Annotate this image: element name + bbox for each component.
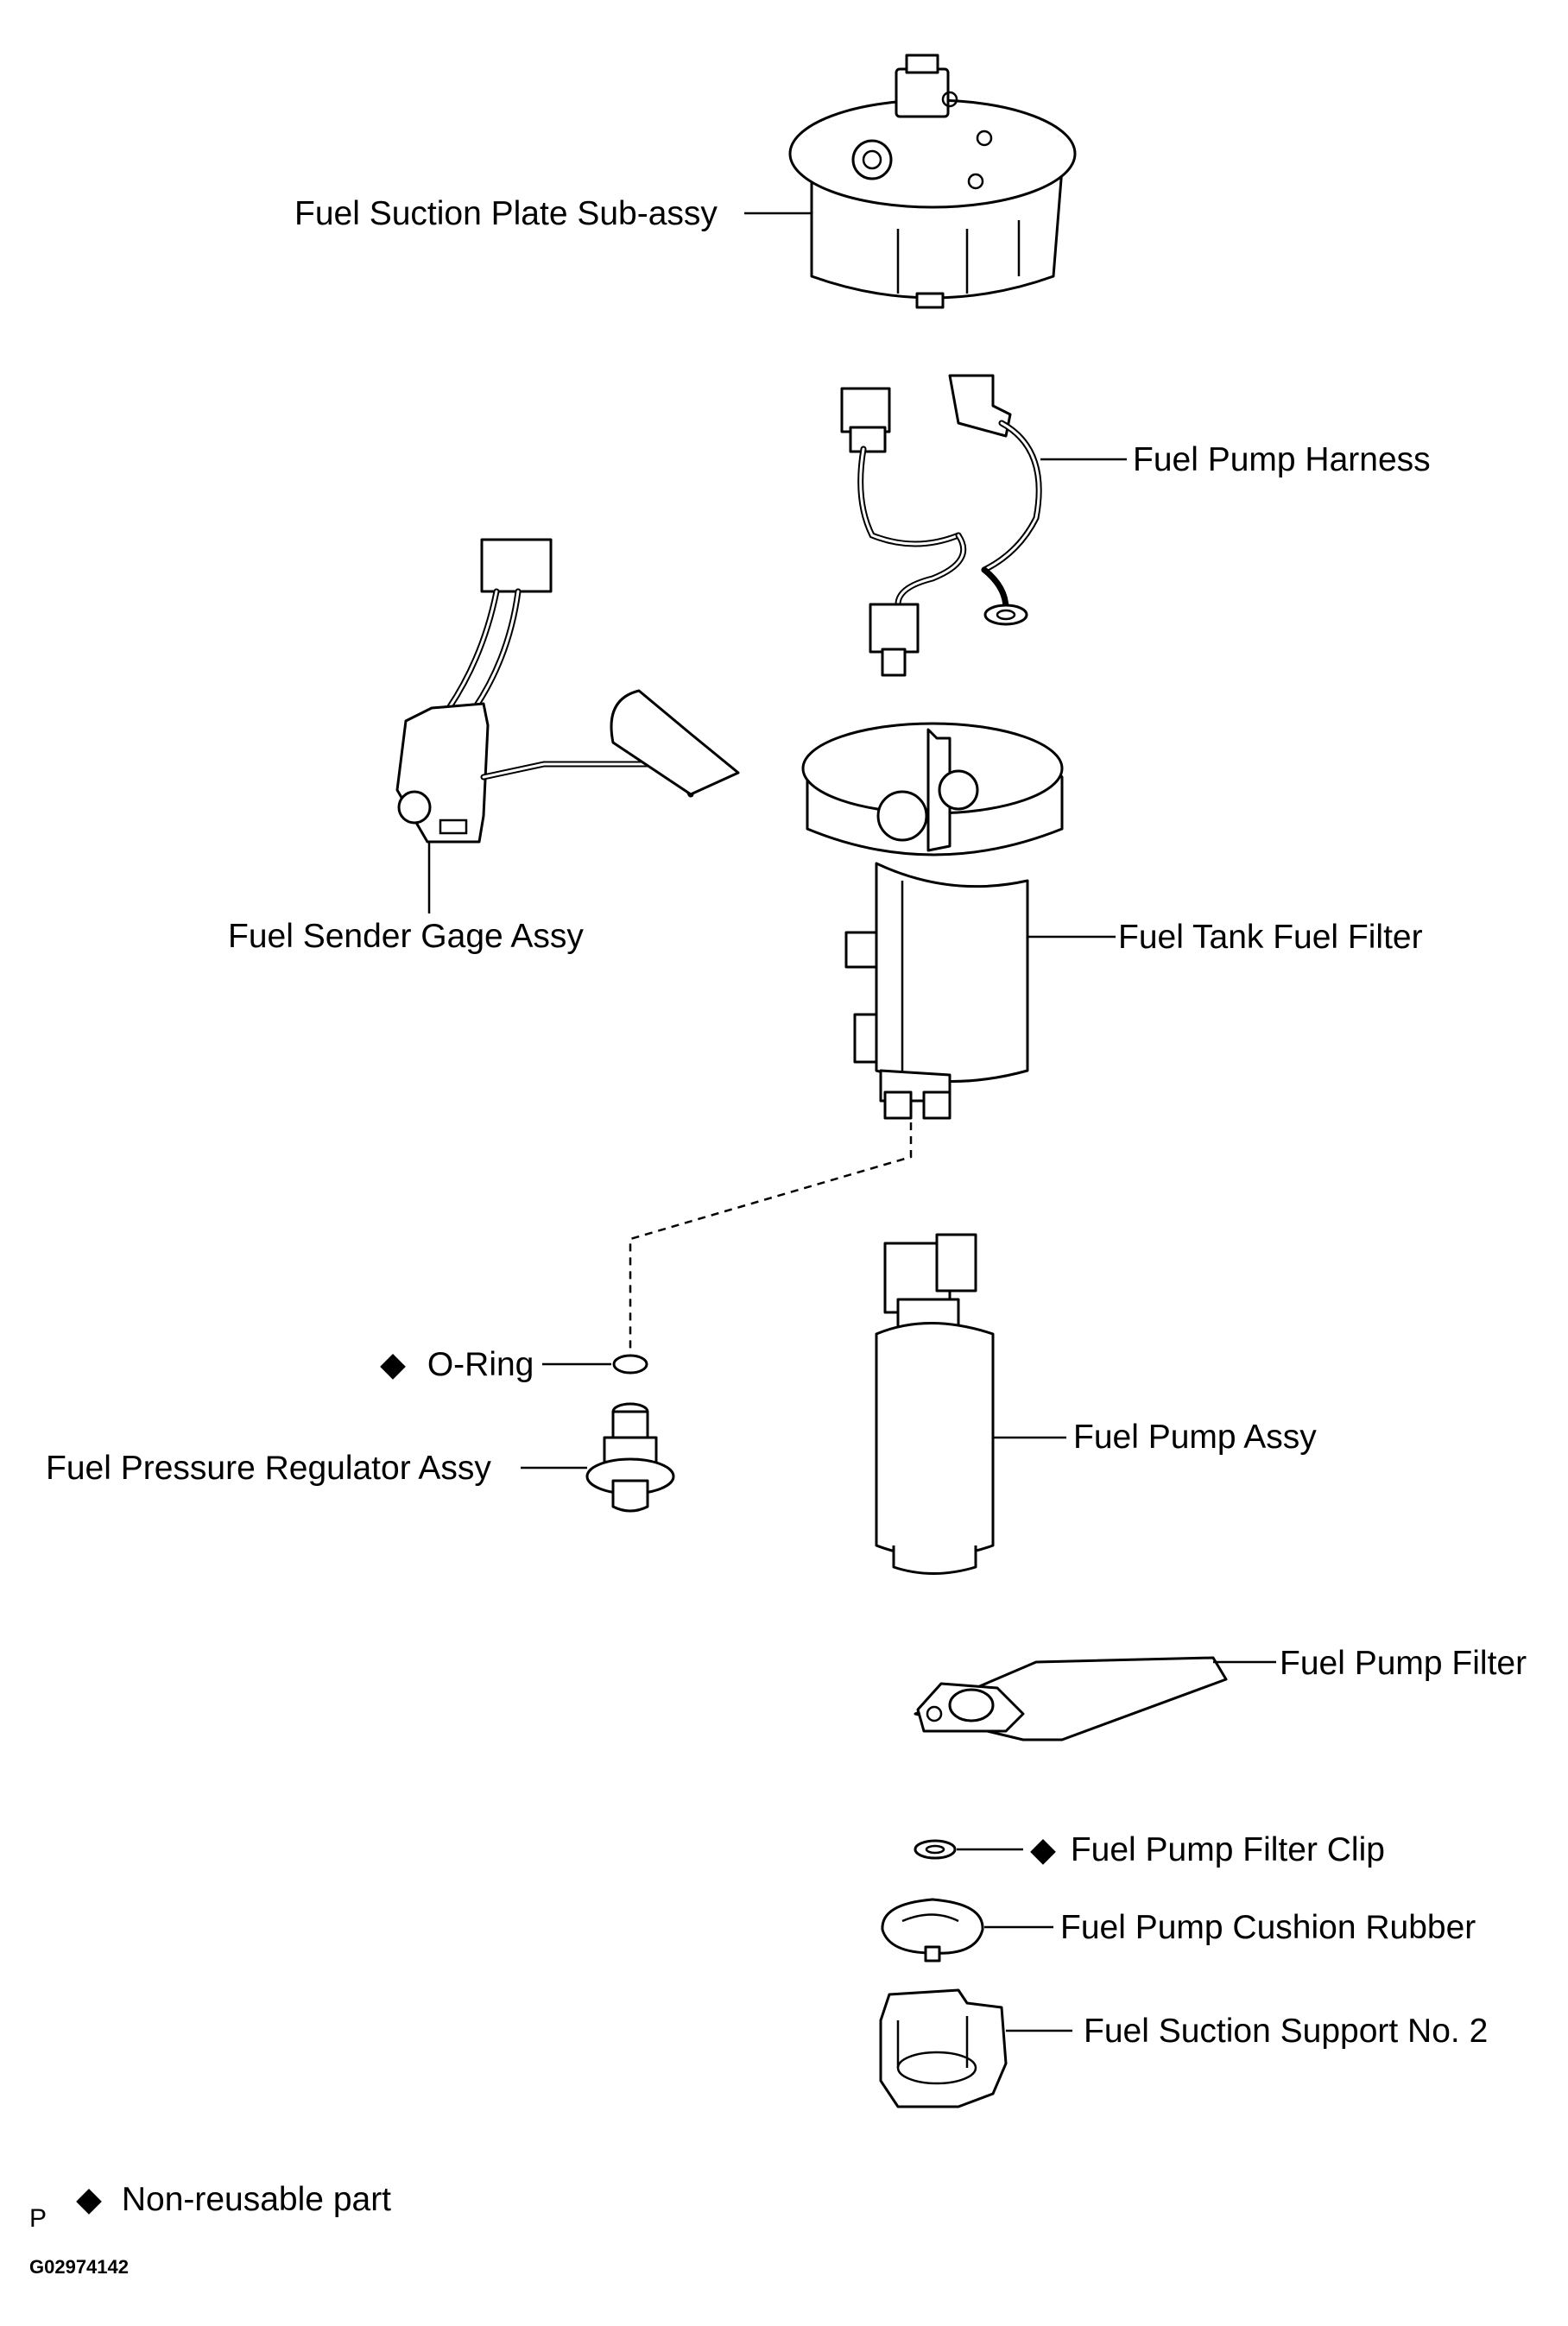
fuel-pump-filter-illustration bbox=[914, 1656, 1228, 1741]
legend-non-reusable: ◆ Non-reusable part bbox=[76, 2183, 391, 2216]
fuel-tank-fuel-filter-illustration bbox=[801, 722, 1064, 1120]
fuel-pump-filter-clip-text: Fuel Pump Filter Clip bbox=[1070, 1831, 1385, 1868]
assembly-dashed-line bbox=[629, 1122, 913, 1351]
footer-letter: P bbox=[29, 2204, 47, 2233]
non-reusable-symbol: ◆ bbox=[380, 1346, 406, 1383]
fuel-pump-cushion-rubber-illustration bbox=[881, 1898, 984, 1963]
label-fuel-suction-support: Fuel Suction Support No. 2 bbox=[1084, 2013, 1489, 2050]
fuel-suction-plate-illustration bbox=[788, 54, 1077, 309]
o-ring-illustration bbox=[612, 1354, 648, 1375]
fuel-pump-filter-clip-illustration bbox=[914, 1839, 957, 1860]
legend-text: Non-reusable part bbox=[121, 2181, 392, 2218]
fuel-pump-harness-illustration bbox=[840, 374, 1042, 677]
label-fuel-sender-gage: Fuel Sender Gage Assy bbox=[228, 918, 584, 955]
label-fuel-tank-fuel-filter: Fuel Tank Fuel Filter bbox=[1118, 919, 1423, 956]
fuel-pressure-regulator-illustration bbox=[585, 1402, 675, 1513]
label-fuel-pressure-regulator: Fuel Pressure Regulator Assy bbox=[46, 1450, 491, 1487]
label-fuel-pump-harness: Fuel Pump Harness bbox=[1133, 441, 1431, 478]
label-fuel-pump-filter-clip: ◆ Fuel Pump Filter Clip bbox=[1030, 1833, 1385, 1867]
figure-code: G02974142 bbox=[29, 2256, 129, 2278]
label-fuel-pump-assy: Fuel Pump Assy bbox=[1073, 1419, 1317, 1456]
non-reusable-symbol: ◆ bbox=[1030, 1831, 1056, 1868]
non-reusable-symbol: ◆ bbox=[76, 2181, 102, 2218]
label-o-ring: ◆ O-Ring bbox=[380, 1348, 534, 1381]
label-fuel-pump-filter: Fuel Pump Filter bbox=[1280, 1645, 1527, 1682]
label-fuel-suction-plate: Fuel Suction Plate Sub-assy bbox=[294, 195, 718, 232]
fuel-suction-support-illustration bbox=[879, 1988, 1008, 2108]
o-ring-text: O-Ring bbox=[427, 1346, 534, 1383]
fuel-sender-gage-illustration bbox=[395, 538, 740, 844]
fuel-pump-assy-illustration bbox=[875, 1233, 995, 1575]
label-fuel-pump-cushion-rubber: Fuel Pump Cushion Rubber bbox=[1060, 1909, 1476, 1946]
